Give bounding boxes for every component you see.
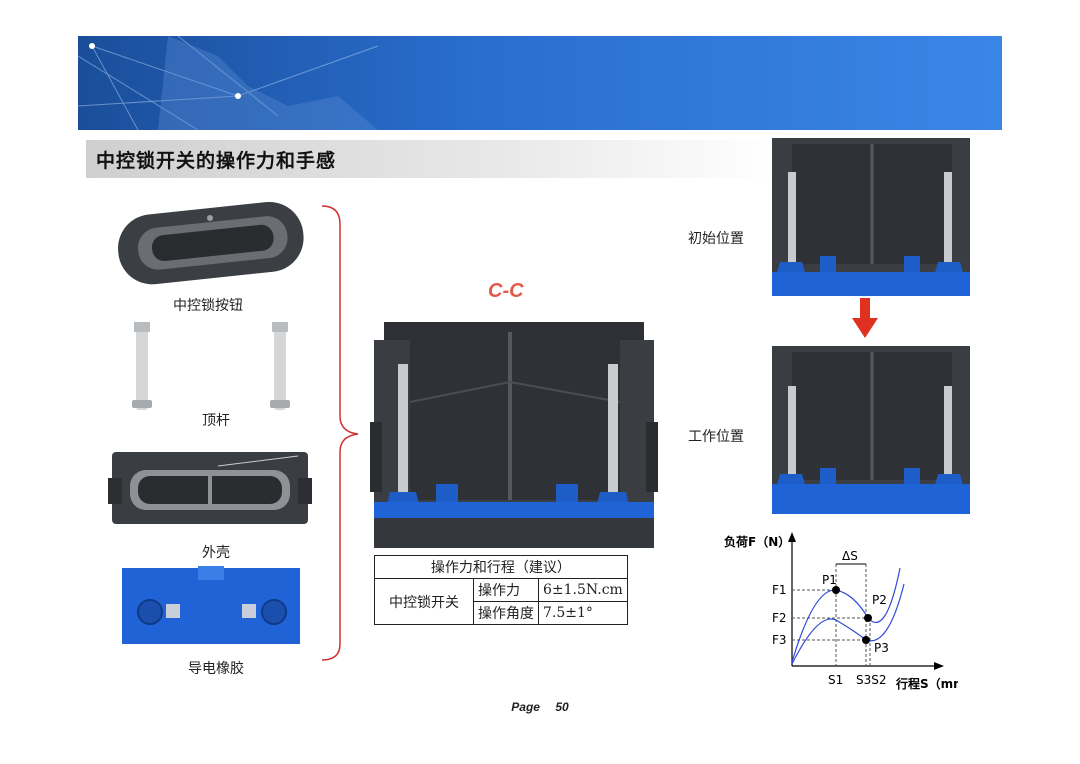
chart-p3-label: P3 [874, 641, 889, 655]
shell-part-image [108, 452, 312, 524]
rod-label: 顶杆 [202, 413, 230, 429]
page-title: 中控锁开关的操作力和手感 [96, 150, 337, 172]
chart-delta-label: ΔS [842, 549, 858, 563]
chart-ytick-f3: F3 [772, 633, 787, 647]
spec-value-angle: 7.5±1° [538, 601, 628, 625]
working-position-drawing [772, 346, 970, 514]
header-banner [78, 36, 1002, 130]
spec-table: 操作力和行程（建议） 中控锁开关 操作力 6±1.5N.cm 操作角度 7.5±… [374, 555, 628, 625]
chart-point-p2 [864, 614, 872, 622]
chart-point-p1 [832, 586, 840, 594]
page-footer: Page 50 [0, 700, 1080, 714]
chart-curve-press [791, 567, 901, 663]
chart-ylabel: 负荷F（N） [724, 534, 790, 549]
transition-arrow-icon [852, 298, 878, 338]
chart-curve-release [791, 583, 905, 665]
chart-ytick-f1: F1 [772, 583, 787, 597]
chart-ytick-f2: F2 [772, 611, 787, 625]
page-number: 50 [555, 700, 569, 714]
grouping-brace [321, 205, 359, 661]
rod-part-image [132, 322, 290, 410]
section-cc-drawing [370, 322, 658, 548]
chart-point-p3 [862, 636, 870, 644]
title-bar [86, 140, 776, 178]
chart-xtick-s1: S1 [828, 673, 843, 687]
section-label: C-C [488, 280, 524, 302]
spec-name-force: 操作力 [473, 578, 539, 602]
shell-label: 外壳 [202, 545, 230, 561]
initial-position-drawing [772, 138, 970, 296]
initial-position-label: 初始位置 [688, 231, 744, 247]
spec-value-force: 6±1.5N.cm [538, 578, 628, 602]
working-position-label: 工作位置 [688, 429, 744, 445]
spec-name-angle: 操作角度 [473, 601, 539, 625]
spec-table-header: 操作力和行程（建议） [374, 555, 628, 579]
force-travel-chart: 负荷F（N） ΔS P1 P2 P3 F1 F2 F3 S1 S3S2 行程S（… [724, 532, 958, 691]
rubber-part-image [122, 566, 300, 644]
button-label: 中控锁按钮 [173, 298, 243, 314]
chart-p1-label: P1 [822, 573, 837, 587]
chart-xtick-s3s2: S3S2 [856, 673, 887, 687]
page-footer-label: Page [511, 700, 540, 714]
banner-network-graphic [78, 36, 379, 130]
button-part-image [118, 201, 304, 285]
rubber-label: 导电橡胶 [188, 661, 244, 677]
chart-p2-label: P2 [872, 593, 887, 607]
spec-row-label: 中控锁开关 [374, 578, 474, 625]
chart-xlabel: 行程S（mm） [895, 676, 958, 691]
